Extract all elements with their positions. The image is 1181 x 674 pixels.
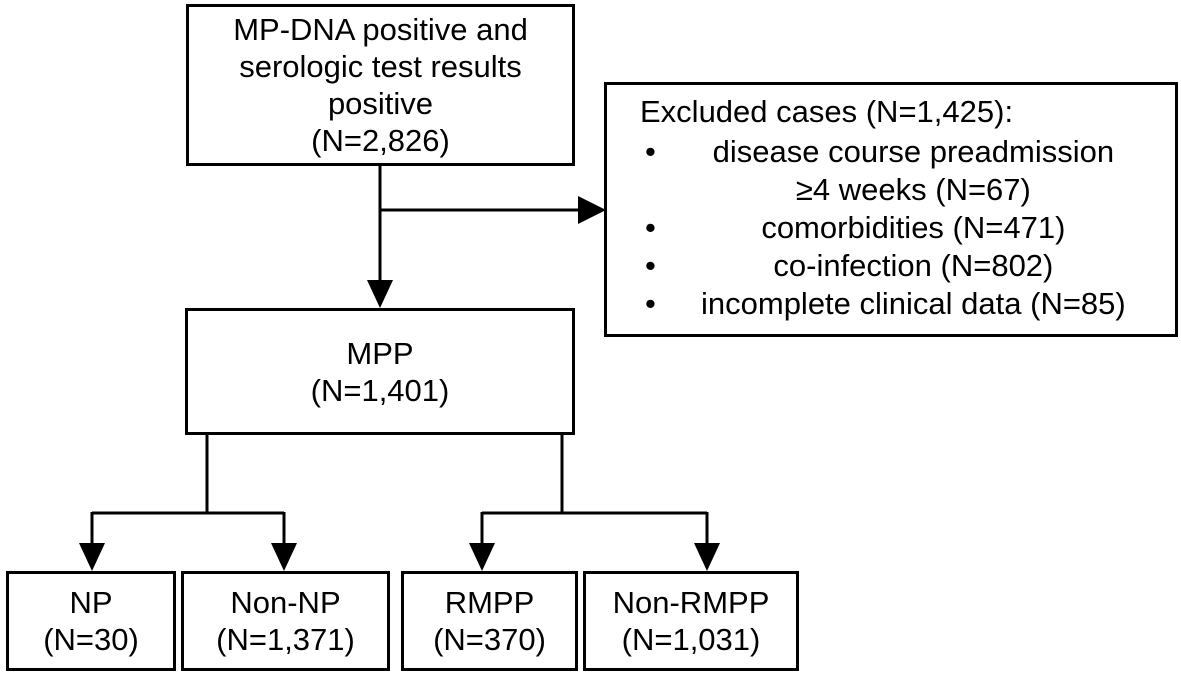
node-source-line: serologic test results [239,49,522,84]
node-mpp: MPP (N=1,401) [185,308,575,435]
excluded-list: • disease course preadmission ≥4 weeks (… [607,133,1126,323]
arrowhead-excluded [578,196,606,224]
excluded-item-line: ≥4 weeks (N=67) [795,172,1031,207]
bullet-icon: • [645,210,656,245]
arrowhead-rmpp [469,543,495,571]
bullet-icon: • [645,248,656,283]
excluded-item: • co-infection (N=802) [607,247,1126,285]
arrowhead-non-np [271,543,297,571]
node-mpp-label: MPP [346,335,414,371]
node-source-line: MP-DNA positive and [233,12,528,47]
excluded-item: • incomplete clinical data (N=85) [607,285,1126,323]
node-excluded-cases: Excluded cases (N=1,425): • disease cour… [604,82,1178,337]
node-non-np-count: (N=1,371) [216,622,355,657]
node-non-rmpp-count: (N=1,031) [621,622,761,657]
excluded-item: • disease course preadmission ≥4 weeks (… [607,133,1126,209]
bullet-icon: • [645,134,656,169]
arrowhead-non-rmpp [694,543,720,571]
node-rmpp-label: RMPP [444,585,535,620]
node-non-np: Non-NP (N=1,371) [181,571,390,671]
node-np: NP (N=30) [6,571,176,671]
node-rmpp-count: (N=370) [433,622,546,657]
arrowhead-mpp [367,280,393,308]
excluded-item-line: co-infection (N=802) [773,248,1054,283]
node-source-count: (N=2,826) [311,123,450,158]
node-source-cases: MP-DNA positive and serologic test resul… [186,4,575,166]
arrowhead-np [79,543,105,571]
excluded-item-line: disease course preadmission [712,134,1115,169]
bullet-icon: • [645,286,656,321]
node-source-line: positive [327,86,434,121]
node-non-rmpp: Non-RMPP (N=1,031) [583,571,799,671]
node-rmpp: RMPP (N=370) [401,571,578,671]
excluded-item: • comorbidities (N=471) [607,209,1126,247]
node-np-count: (N=30) [43,622,139,657]
excluded-item-line: comorbidities (N=471) [761,210,1066,245]
node-mpp-count: (N=1,401) [310,372,450,408]
node-np-label: NP [69,585,113,620]
node-non-rmpp-label: Non-RMPP [612,585,770,620]
node-non-np-label: Non-NP [230,585,341,620]
excluded-item-line: incomplete clinical data (N=85) [701,286,1126,321]
excluded-title: Excluded cases (N=1,425): [640,94,1014,129]
